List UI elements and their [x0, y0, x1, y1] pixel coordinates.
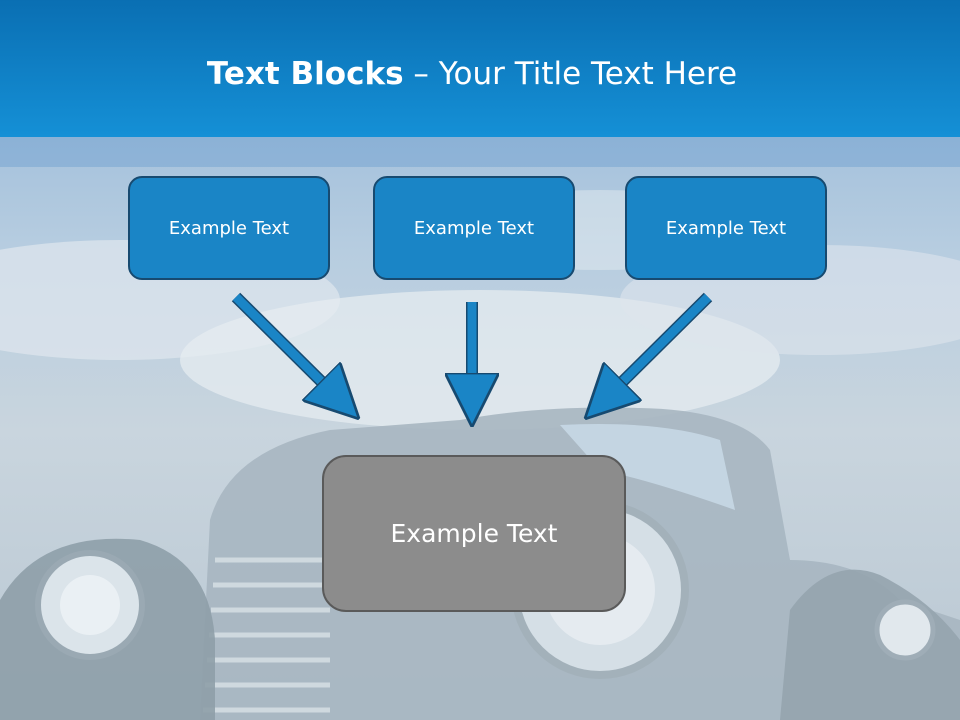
center-text-block[interactable]: Example Text [322, 455, 626, 612]
text-block-2[interactable]: Example Text [373, 176, 575, 280]
title-bold-part: Text Blocks [206, 56, 404, 92]
text-block-3[interactable]: Example Text [625, 176, 827, 280]
arrow-right-to-center [604, 292, 713, 400]
text-block-1[interactable]: Example Text [128, 176, 330, 280]
text-block-2-label: Example Text [413, 217, 535, 239]
text-block-1-label: Example Text [168, 217, 290, 239]
slide-title[interactable]: Text Blocks – Your Title Text Here [0, 52, 944, 96]
header-shadow-band [0, 137, 960, 167]
center-text-block-label: Example Text [390, 519, 558, 548]
text-block-3-label: Example Text [665, 217, 787, 239]
title-rest-part: Your Title Text Here [438, 56, 738, 92]
title-bar [0, 0, 960, 137]
title-separator: – [403, 56, 439, 92]
arrow-left-to-center [231, 292, 340, 400]
